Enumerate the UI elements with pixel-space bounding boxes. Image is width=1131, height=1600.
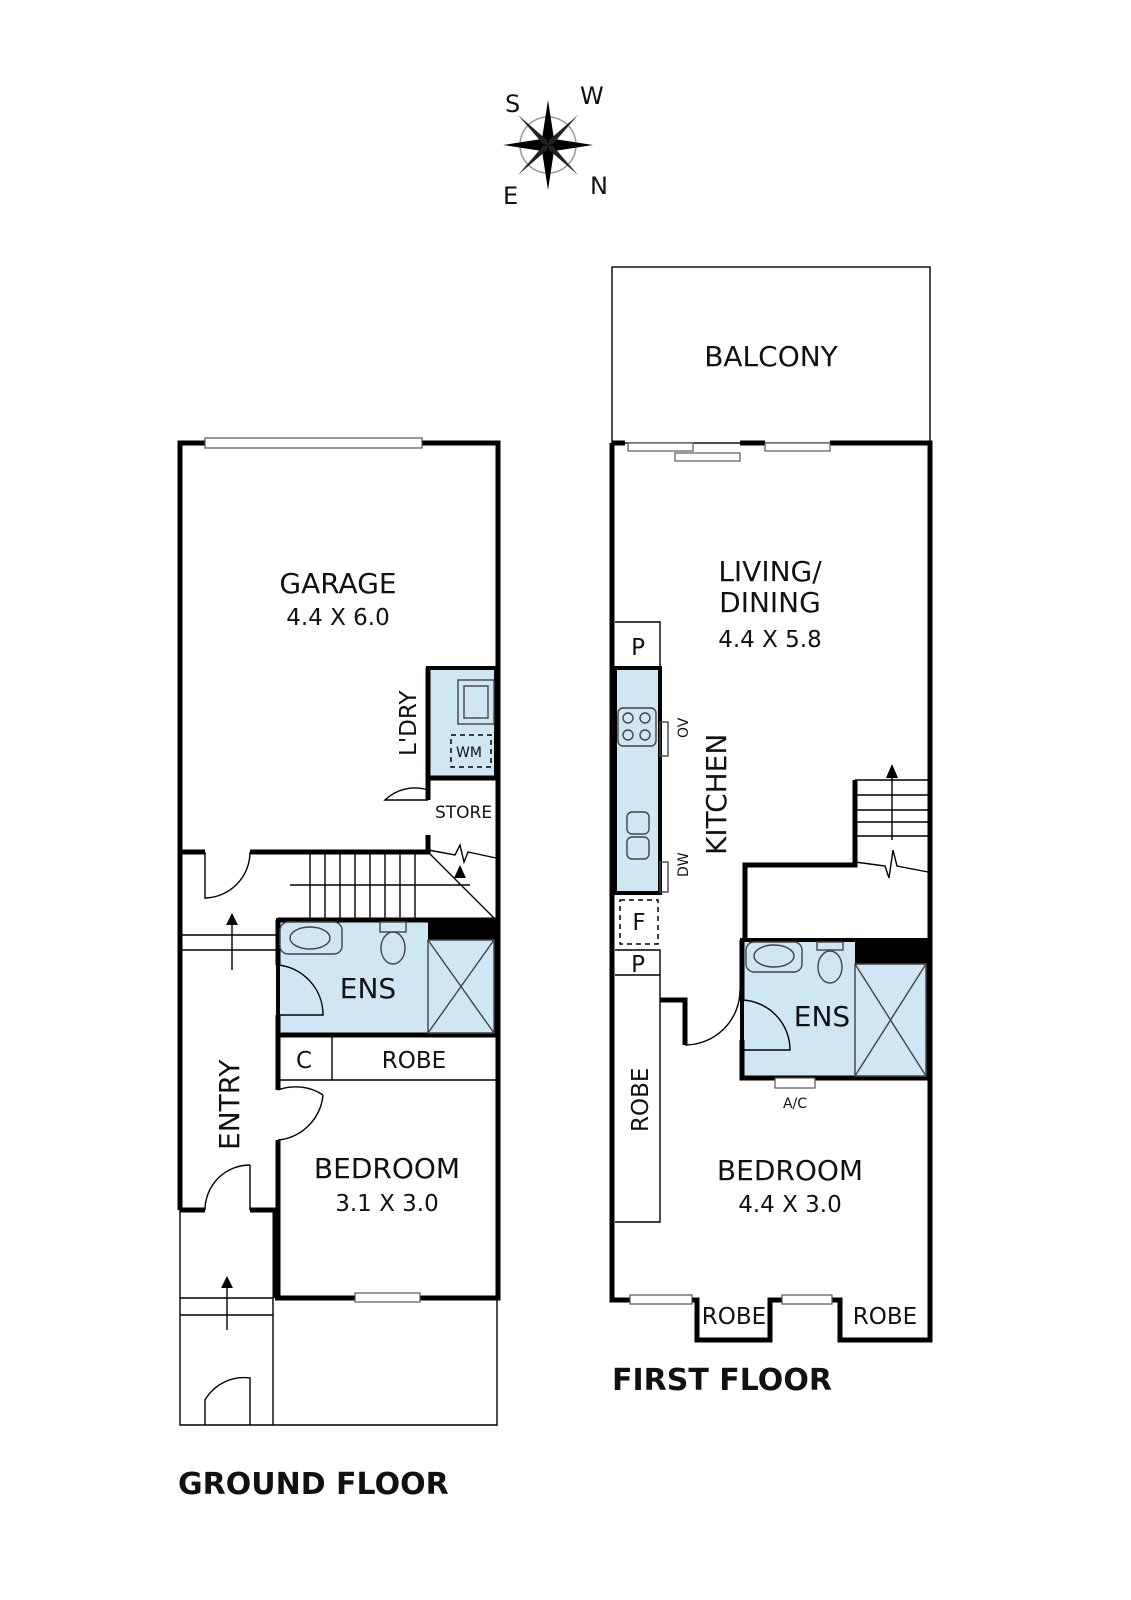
laundry-area [426, 666, 498, 780]
stair-up-arrow-icon [226, 913, 238, 925]
store-label: STORE [435, 803, 492, 823]
compass-north: N [590, 172, 608, 200]
ground-ensuite-label: ENS [340, 972, 396, 1005]
bedroom-window-left [629, 1294, 693, 1305]
dishwasher-label: DW [676, 852, 692, 877]
laundry-tub-icon [457, 679, 495, 725]
kitchen-label: KITCHEN [700, 734, 733, 855]
ensuite-door-swing [277, 964, 324, 1016]
compass-west: W [580, 82, 604, 110]
first-bedroom-label: BEDROOM [717, 1154, 863, 1187]
living-label-line2: DINING [719, 586, 821, 619]
side-robe-label: ROBE [628, 1068, 654, 1132]
first-ensuite-label: ENS [794, 1000, 850, 1033]
sliding-door-left [627, 442, 694, 452]
cupboard-label: C [296, 1048, 312, 1074]
garage-size: 4.4 X 6.0 [286, 605, 390, 631]
entry-door-swing [204, 1164, 251, 1211]
cooktop-icon [617, 707, 657, 747]
bedroom-window [354, 1292, 421, 1303]
garage-door-window [204, 437, 423, 449]
pantry-bottom-label: P [631, 952, 645, 978]
living-size: 4.4 X 5.8 [718, 627, 822, 653]
ac-label: A/C [783, 1096, 807, 1112]
vanity-icon [745, 941, 803, 973]
garage-door-swing [204, 851, 251, 899]
first-staircase [854, 764, 929, 879]
kitchen-bench [613, 666, 662, 895]
ground-staircase [180, 842, 497, 970]
washing-machine-label: WM [456, 745, 482, 761]
kitchen-sink-icon [626, 811, 650, 860]
balcony-window [764, 442, 831, 452]
ground-floor-plan: WM [177, 437, 501, 1502]
garage-label: GARAGE [279, 567, 396, 600]
stair-up-arrow-icon [886, 764, 898, 778]
first-ensuite-door-swing [741, 999, 791, 1051]
bedroom-window-right [781, 1294, 833, 1305]
ac-unit-icon [774, 1077, 816, 1089]
first-floor-plan: BALCONY LIVING/ DINING 4.4 X 5.8 P F P O… [609, 266, 933, 1398]
sliding-door-right [674, 452, 741, 462]
shower-icon [427, 939, 495, 1034]
dishwasher-icon [659, 861, 669, 893]
balcony-label: BALCONY [704, 340, 838, 373]
shower-icon [854, 963, 927, 1077]
compass-east: E [503, 182, 518, 210]
store-door-swing [383, 787, 429, 801]
pantry-top-label: P [631, 635, 645, 661]
toilet-icon [816, 941, 844, 951]
robe-left-label: ROBE [702, 1304, 766, 1330]
compass-south: S [505, 90, 520, 118]
bedroom-door-swing [277, 1086, 324, 1141]
robe-right-label: ROBE [853, 1304, 917, 1330]
laundry-label: L'DRY [396, 690, 422, 756]
fridge-label: F [632, 910, 645, 936]
fridge-space [619, 899, 659, 945]
living-label-line1: LIVING/ [718, 555, 822, 588]
entry-label: ENTRY [213, 1059, 246, 1150]
ensuite-entry-door-swing [684, 989, 741, 1046]
ground-robe-label: ROBE [382, 1048, 446, 1074]
compass-rose-icon: S W E N [503, 82, 608, 210]
oven-label: OV [676, 717, 692, 738]
ground-floor-title: GROUND FLOOR [178, 1467, 449, 1502]
oven-icon [659, 721, 669, 757]
vanity-icon [279, 921, 343, 955]
first-floor-title: FIRST FLOOR [612, 1363, 832, 1398]
porch-gate-swing [204, 1376, 251, 1425]
washing-machine-icon [450, 734, 492, 768]
ground-bedroom-label: BEDROOM [314, 1152, 460, 1185]
ground-bedroom-size: 3.1 X 3.0 [335, 1191, 439, 1217]
first-bedroom-size: 4.4 X 3.0 [738, 1192, 842, 1218]
